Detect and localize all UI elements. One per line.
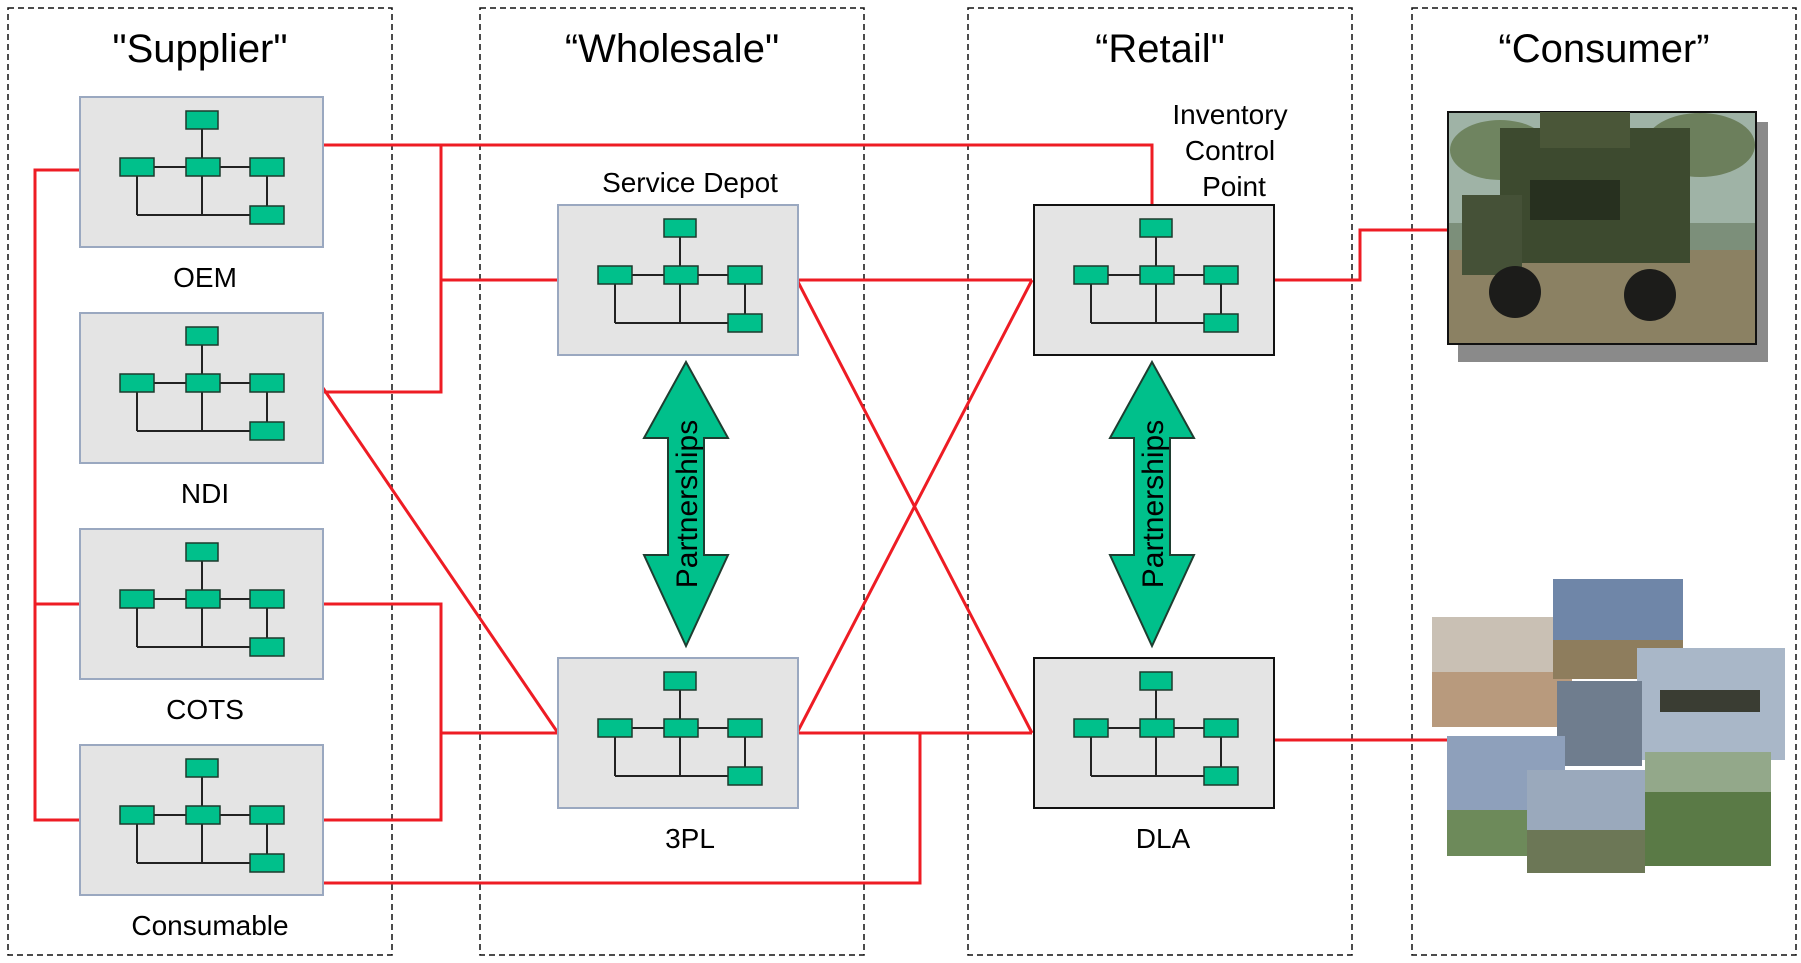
node-ndi [79,312,324,464]
column-title-wholesale: “Wholesale" [565,27,779,71]
node-dla [1033,657,1275,809]
node-oem [79,96,324,248]
node-service-depot [557,204,799,356]
column-frame-supplier [7,7,393,956]
connector-lines [33,143,1448,885]
partnership-label-wholesale: Partnerships [671,420,704,588]
column-frame-retail [967,7,1353,956]
column-title-supplier: "Supplier" [112,27,287,71]
partnership-arrow-retail: Partnerships [1108,359,1196,649]
node-3pl [557,657,799,809]
column-title-retail: “Retail" [1095,27,1225,71]
node-label-3pl: 3PL [665,823,715,854]
node-label-consumable: Consumable [131,910,288,941]
node-cots [79,528,324,680]
node-label-cots: COTS [166,694,244,725]
node-label-dla: DLA [1136,823,1191,854]
node-inventory-control-point [1033,204,1275,356]
node-consumable [79,744,324,896]
node-label-ndi: NDI [181,478,229,509]
weapon-systems-photo-collage [1432,579,1785,873]
node-label-icp-line1: Inventory [1172,99,1287,130]
node-label-service-depot: Service Depot [602,167,778,198]
node-label-icp-line3: Point [1202,171,1266,202]
node-label-oem: OEM [173,262,237,293]
partnership-label-retail: Partnerships [1137,420,1170,588]
node-label-icp-line2: Control [1185,135,1275,166]
military-vehicle-photo [1447,111,1768,362]
column-title-consumer: “Consumer” [1498,27,1709,71]
partnership-arrow-wholesale: Partnerships [642,359,730,649]
column-frame-consumer [1411,7,1797,956]
column-frame-wholesale [479,7,865,956]
